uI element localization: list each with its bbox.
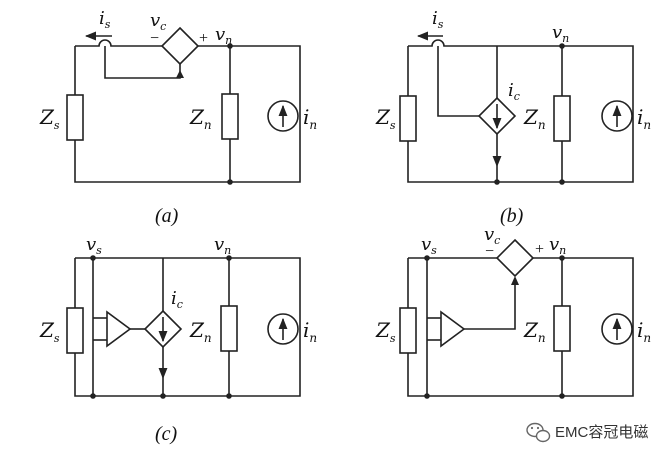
resistor-zn-c: [220, 305, 238, 352]
dependent-voltage-source-d: [495, 238, 535, 278]
resistor-zs-a: [66, 94, 84, 141]
watermark-text: EMC容冠电磁: [555, 424, 648, 441]
svg-text:Zs: Zs: [39, 105, 60, 132]
resistor-zn-a: [221, 93, 239, 140]
svg-text:vs: vs: [421, 234, 437, 257]
svg-text:Zn: Zn: [189, 105, 212, 132]
svg-text:Zs: Zs: [39, 318, 60, 345]
dependent-voltage-source-a: [160, 26, 200, 66]
resistor-zs-d: [399, 307, 417, 354]
svg-text:is: is: [99, 8, 111, 31]
svg-text:Zn: Zn: [523, 105, 546, 132]
wechat-icon: [526, 422, 551, 443]
svg-text:+: +: [535, 241, 544, 258]
amplifier-d: [440, 310, 466, 348]
svg-text:Zn: Zn: [189, 318, 212, 345]
panel-b: is ic vn Zs Zn in (b): [375, 8, 651, 227]
svg-text:vs: vs: [86, 234, 102, 257]
svg-text:vn: vn: [215, 24, 232, 47]
node-a-bottom: [227, 179, 233, 185]
svg-text:−: −: [150, 30, 159, 47]
svg-text:vc: vc: [484, 224, 500, 247]
svg-text:ic: ic: [171, 288, 183, 311]
panel-d: vs vc − + vn Zs Zn in: [375, 224, 651, 399]
amplifier-c: [106, 310, 132, 348]
svg-text:vn: vn: [549, 234, 566, 257]
panel-a: is vc − + vn Zs Zn in (a): [39, 8, 317, 227]
svg-text:ic: ic: [508, 80, 520, 103]
svg-text:in: in: [303, 318, 317, 345]
svg-text:Zs: Zs: [375, 105, 396, 132]
svg-text:Zs: Zs: [375, 318, 396, 345]
svg-text:in: in: [637, 105, 651, 132]
svg-text:is: is: [432, 8, 444, 31]
watermark: EMC容冠电磁: [526, 422, 648, 443]
resistor-zs-b: [399, 95, 417, 142]
svg-text:in: in: [637, 318, 651, 345]
panel-c: vs ic vn Zs Zn in (c): [39, 234, 317, 445]
caption-c: (c): [155, 423, 178, 445]
resistor-zn-b: [553, 95, 571, 142]
svg-text:+: +: [199, 30, 208, 47]
svg-text:−: −: [485, 243, 494, 260]
resistor-zn-d: [553, 305, 571, 352]
svg-text:in: in: [303, 105, 317, 132]
caption-a: (a): [155, 205, 179, 227]
node-a-top: [227, 43, 233, 49]
resistor-zs-c: [66, 307, 84, 354]
svg-text:Zn: Zn: [523, 318, 546, 345]
svg-text:vn: vn: [214, 234, 231, 257]
svg-text:vc: vc: [150, 10, 166, 33]
caption-b: (b): [500, 205, 524, 227]
svg-text:vn: vn: [552, 22, 569, 45]
